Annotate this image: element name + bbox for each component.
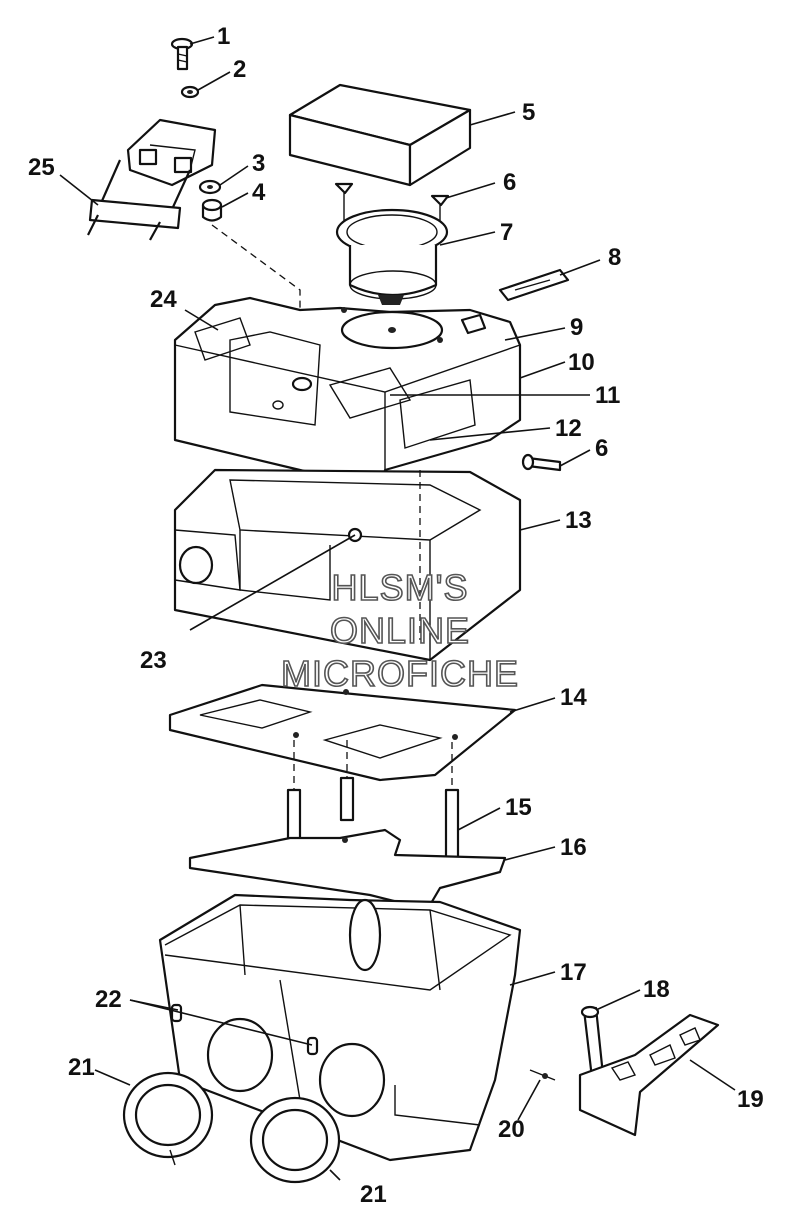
callout-24: 24 (150, 286, 177, 313)
part-16-plate (188, 828, 507, 907)
part-14-gasket-plate (168, 683, 517, 782)
part-24-decal (194, 317, 251, 361)
part-25-bracket (87, 118, 217, 241)
part-11-decal (328, 367, 412, 419)
part-12-decal (399, 379, 476, 449)
callout-11: 11 (595, 382, 620, 409)
leader-lines (59, 36, 736, 1181)
callout-8: 8 (608, 244, 621, 271)
callout-21b: 21 (360, 1181, 387, 1208)
part-21-boot-right (249, 1096, 341, 1184)
callout-10: 10 (568, 349, 595, 376)
part-21-boot-left (122, 1071, 214, 1166)
callout-5: 5 (522, 99, 535, 126)
part-3-washer (198, 179, 222, 195)
callout-14: 14 (560, 684, 587, 711)
callout-12: 12 (555, 415, 582, 442)
callout-7: 7 (500, 219, 513, 246)
part-6b-pin (521, 453, 562, 472)
part-9-airbox-cover (173, 296, 522, 492)
callout-9: 9 (570, 314, 583, 341)
callout-20: 20 (498, 1116, 525, 1143)
part-5-foam-filter (288, 83, 472, 187)
part-13-housing (173, 468, 522, 662)
part-17-lower-airbox (158, 893, 522, 1162)
part-20-screw (529, 1069, 556, 1081)
callout-23: 23 (140, 647, 167, 674)
callout-18: 18 (643, 976, 670, 1003)
callout-6b: 6 (595, 435, 608, 462)
callout-15: 15 (505, 794, 532, 821)
part-4-grommet (201, 198, 223, 222)
watermark-line-3: MICROFICHE (281, 653, 519, 694)
callout-21a: 21 (68, 1054, 95, 1081)
part-7-filter-element (335, 208, 449, 305)
callout-17: 17 (560, 959, 587, 986)
callout-6a: 6 (503, 169, 516, 196)
callout-3: 3 (252, 150, 265, 177)
part-8-clip (498, 268, 570, 302)
callout-25: 25 (28, 154, 55, 181)
part-2-nut (180, 85, 200, 99)
callout-22: 22 (95, 986, 122, 1013)
callout-19: 19 (737, 1086, 764, 1113)
part-1-screw (170, 37, 194, 71)
callout-13: 13 (565, 507, 592, 534)
callout-1: 1 (217, 23, 230, 50)
watermark-line-2: ONLINE (330, 610, 470, 651)
part-6-pins (334, 182, 450, 240)
watermark-line-1: HLSM'S (332, 567, 469, 608)
callout-16: 16 (560, 834, 587, 861)
part-19-bracket (578, 1013, 720, 1137)
callout-2: 2 (233, 56, 246, 83)
callout-4: 4 (252, 179, 266, 206)
